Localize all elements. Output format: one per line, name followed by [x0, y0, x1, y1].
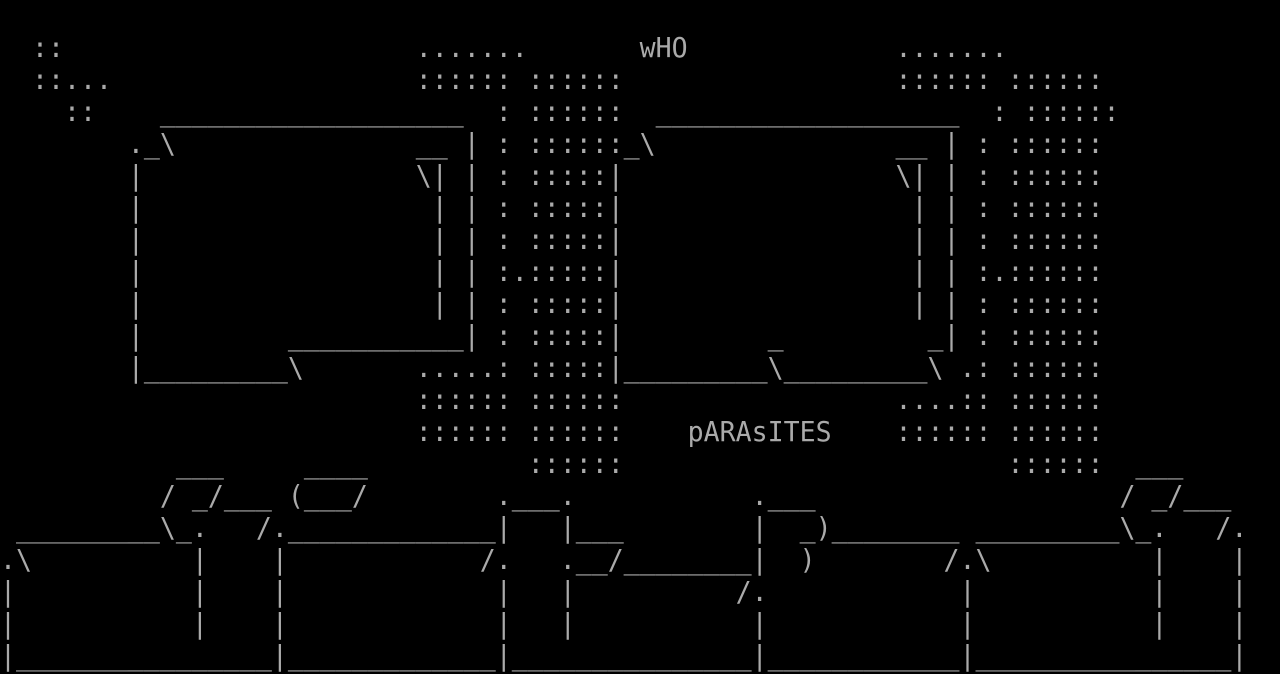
art-line: / _/___ (___/ .___. .___ / _/___ — [0, 480, 1232, 513]
art-line: ___ ____ :::::: :::::: ___ — [0, 448, 1184, 481]
art-line: | | | : :::::| | | : :::::: — [0, 192, 1104, 225]
art-line: :: ___________________ : :::::: ________… — [0, 96, 1120, 129]
art-line: |_________\ .....: :::::|_________\_____… — [0, 352, 1104, 385]
art-line: | | | :.:::::| | | :.:::::: — [0, 256, 1104, 289]
art-line: | | | | | | | | | — [0, 608, 1248, 641]
art-line: :::::: :::::: ....:: :::::: — [0, 384, 1104, 417]
art-line: ._\ __ | : ::::::_\ __ | : :::::: — [0, 128, 1104, 161]
art-line: | ___________| : :::::| _ _| : :::::: — [0, 320, 1104, 353]
art-line-title: :::::: :::::: pARAsITES :::::: :::::: — [0, 416, 1104, 449]
art-line: | | | | | /. | | | — [0, 576, 1248, 609]
art-line: .\ | | /. .__/________| ) /.\ | | — [0, 544, 1248, 577]
art-line: _________\_. /._____________| |___ | _)_… — [0, 512, 1248, 545]
art-line: ::... :::::: :::::: :::::: :::::: — [0, 64, 1104, 97]
art-line: | | | : :::::| | | : :::::: — [0, 288, 1104, 321]
art-line: | \| | : :::::| \| | : :::::: — [0, 160, 1104, 193]
art-line: | | | : :::::| | | : :::::: — [0, 224, 1104, 257]
art-line: :: ....... wHO ....... — [0, 32, 1008, 65]
art-line: |________________|_____________|________… — [0, 640, 1248, 673]
art-line — [0, 0, 1280, 34]
